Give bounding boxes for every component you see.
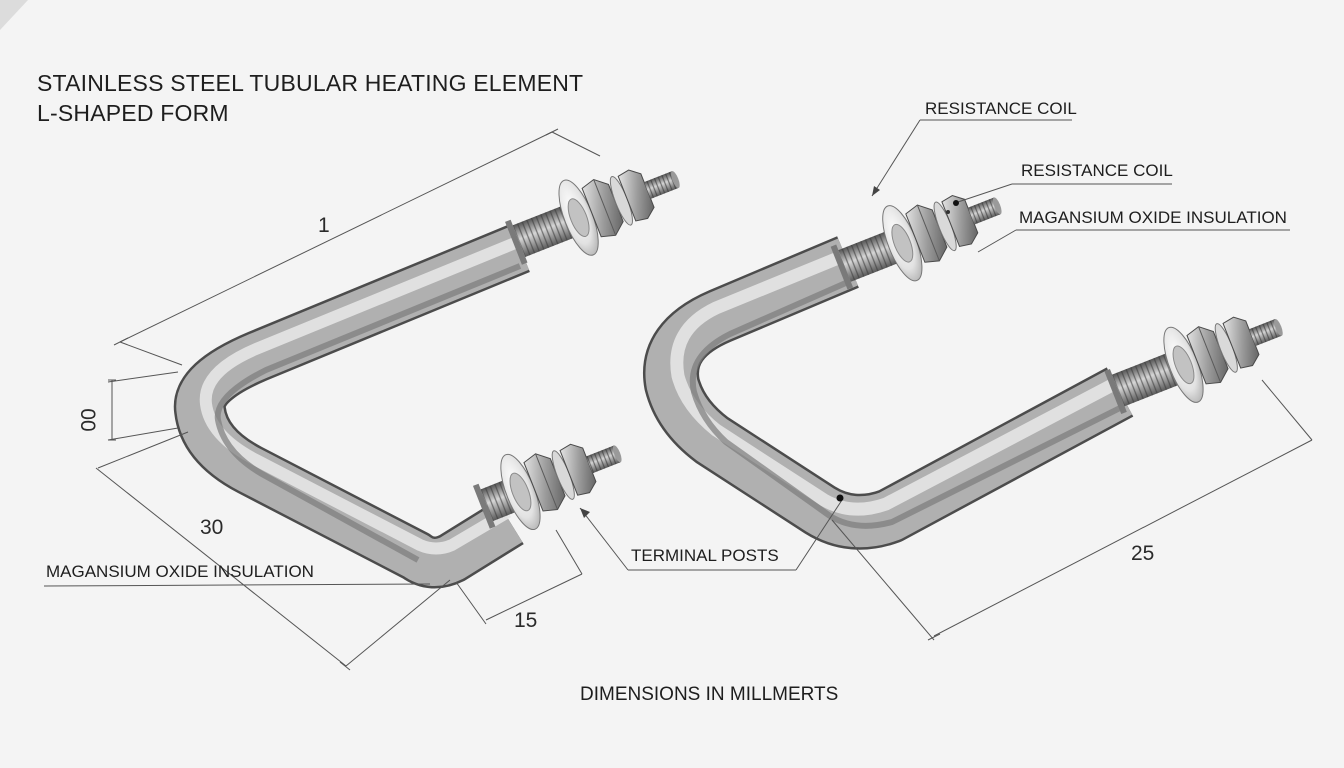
resistance-coil-label-1: RESISTANCE COIL [925,99,1077,118]
terminal-posts-dot [836,494,844,502]
insulation-label-left: MAGANSIUM OXIDE INSULATION [46,562,314,581]
dimension-terminal-length: 15 [514,609,538,632]
dimension-leg-length: 30 [200,516,224,539]
units-note: DIMENSIONS IN MILLMERTS [580,684,839,705]
resistance-coil-dot-2 [946,210,950,214]
right-top-terminal [830,195,1002,290]
insulation-label-right: MAGANSIUM OXIDE INSULATION [1019,208,1287,227]
terminal-posts-arrow [580,508,590,518]
left-bottom-terminal [472,443,622,531]
dimension-top-length: 1 [318,214,330,237]
page-corner [0,0,28,30]
resistance-coil-label-2: RESISTANCE COIL [1021,161,1173,180]
terminal-posts-label: TERMINAL POSTS [631,546,779,565]
right-heating-element [643,195,1283,550]
dimension-right-length: 25 [1131,542,1155,565]
title-line-1: STAINLESS STEEL TUBULAR HEATING ELEMENT [37,70,584,96]
resistance-coil-dot [953,200,959,206]
right-bottom-terminal [1104,316,1283,415]
title-line-2: L-SHAPED FORM [37,100,229,126]
dimension-tube-diameter: 00 [77,408,101,432]
resistance-coil-arrow [872,186,880,196]
left-top-terminal [505,169,680,265]
left-heating-element [173,169,680,589]
dimension-lines [43,119,1313,671]
